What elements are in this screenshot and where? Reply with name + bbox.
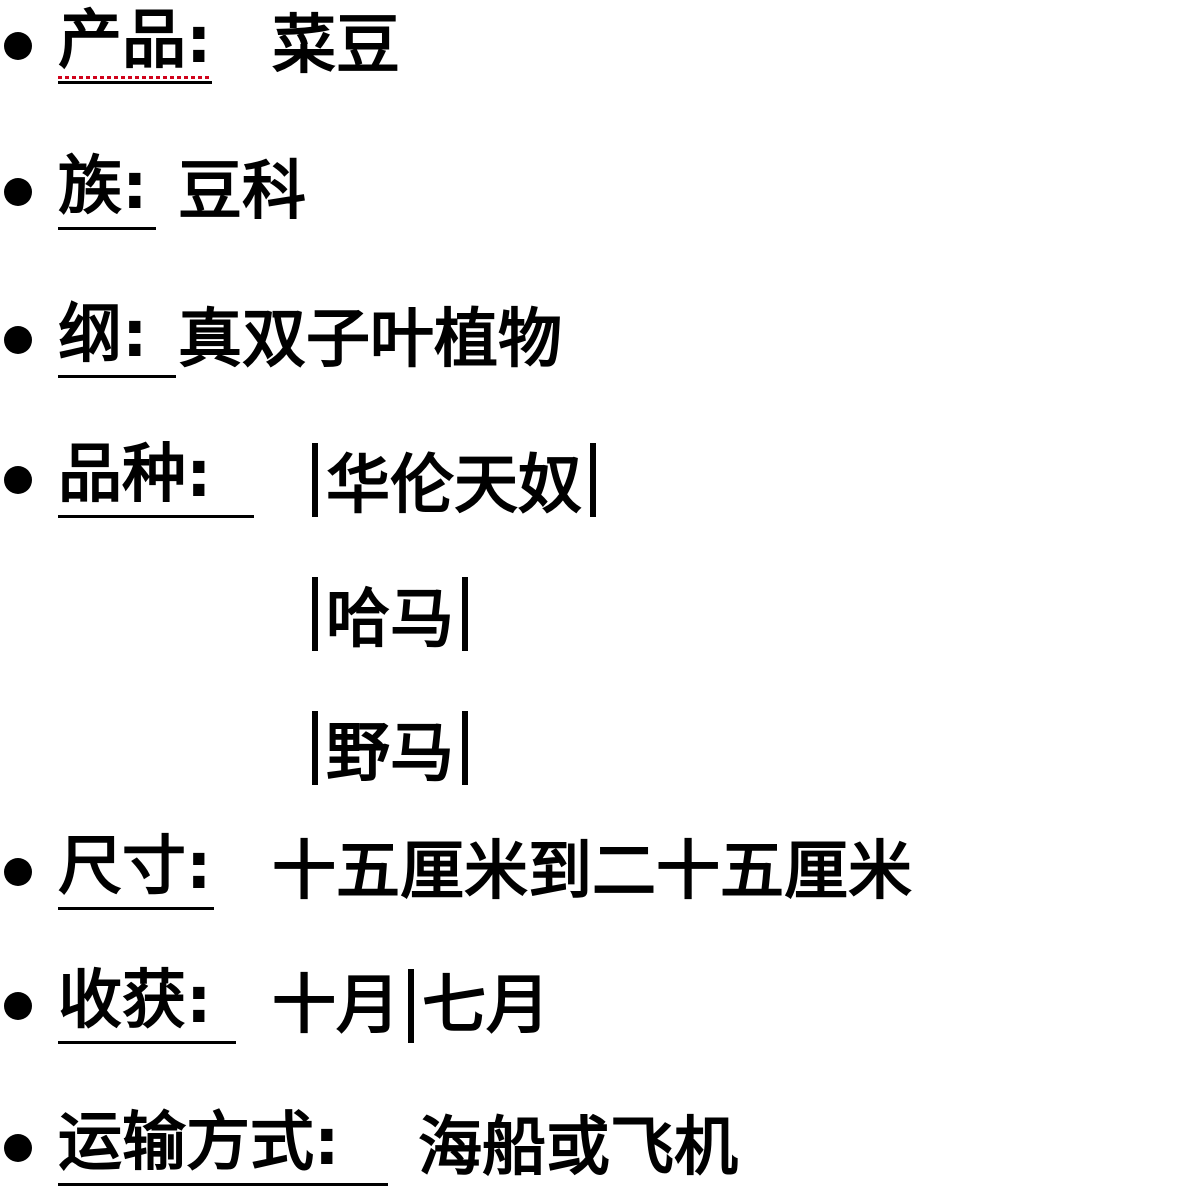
family-label: 族: [58,155,156,230]
harvest-month: 七月 [422,969,550,1043]
shipping-value: 海船或飞机 [418,1111,738,1185]
size-label: 尺寸: [58,835,214,910]
list-item-family: 族: 豆科 [0,142,1200,242]
divider [408,969,414,1043]
list-item-product: 产品: 菜豆 [0,0,1200,96]
variety-name: 野马 [326,717,454,791]
variety-option-1: 华伦天奴 [304,440,604,523]
class-value: 真双子叶植物 [178,303,562,377]
shipping-label: 运输方式: [58,1111,388,1186]
list-item-size: 尺寸: 十五厘米到二十五厘米 [0,822,1200,922]
bullet-icon [4,1134,32,1162]
list-item-harvest: 收获: 十月 七月 [0,956,1200,1056]
divider [312,577,318,651]
variety-name: 华伦天奴 [326,449,582,523]
list-item-class: 纲: 真双子叶植物 [0,290,1200,390]
product-value: 菜豆 [272,9,400,83]
class-label: 纲: [58,303,176,378]
bullet-icon [4,32,32,60]
list-item-shipping: 运输方式: 海船或飞机 [0,1098,1200,1198]
divider [312,443,318,517]
harvest-month: 十月 [272,969,400,1043]
bullet-icon [4,326,32,354]
harvest-value: 十月 七月 [272,969,550,1043]
bullet-icon [4,992,32,1020]
product-label: 产品: [58,8,212,84]
bullet-icon [4,178,32,206]
divider [462,577,468,651]
variety-name: 哈马 [326,583,454,657]
divider [462,711,468,785]
bullet-icon [4,466,32,494]
size-value: 十五厘米到二十五厘米 [272,835,912,909]
family-value: 豆科 [178,155,306,229]
divider [590,443,596,517]
harvest-label: 收获: [58,969,236,1044]
divider [312,711,318,785]
variety-label: 品种: [58,443,254,518]
variety-option-2: 哈马 [304,574,476,657]
list-item-variety: 品种: [0,430,1200,530]
bullet-icon [4,858,32,886]
variety-option-3: 野马 [304,708,476,791]
